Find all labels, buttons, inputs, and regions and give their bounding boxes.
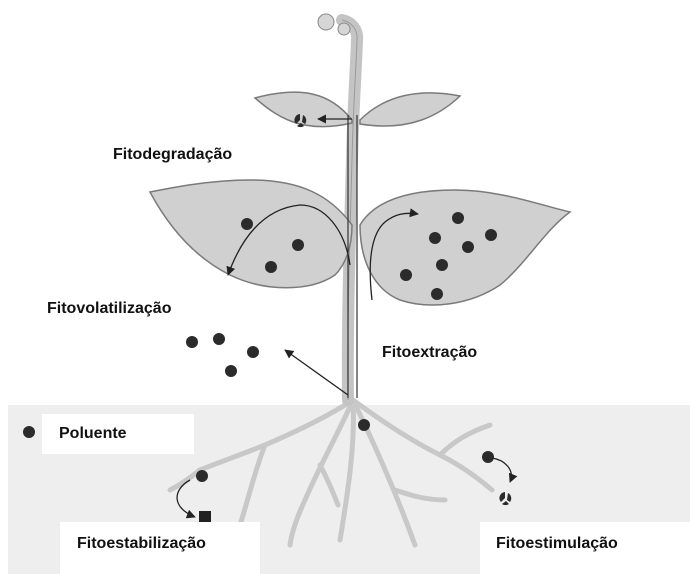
flower-bud — [318, 14, 334, 30]
pollutant-icon — [400, 269, 412, 281]
pollutant-icon — [452, 212, 464, 224]
pollutant-icon — [225, 365, 237, 377]
pollutant-icon — [431, 288, 443, 300]
pollutant-icon — [292, 239, 304, 251]
pollutant-icon — [436, 259, 448, 271]
label-fitoestabilizacao: Fitoestabilização — [77, 535, 206, 553]
pollutant-icon — [429, 232, 441, 244]
label-fitoestimulacao: Fitoestimulação — [496, 535, 618, 553]
leaf-large-left — [150, 180, 352, 288]
stem — [342, 20, 357, 400]
leaf-top-right — [360, 93, 460, 126]
pollutant-icon — [213, 333, 225, 345]
pollutant-icon — [247, 346, 259, 358]
pollutant-icon — [196, 470, 208, 482]
flower-bud — [338, 23, 350, 35]
pollutant-icon — [358, 419, 370, 431]
arrow-volatilization-air — [285, 350, 348, 395]
pollutant-icon — [462, 241, 474, 253]
pollutant-icon — [186, 336, 198, 348]
pollutant-icon — [23, 426, 35, 438]
pollutant-icon — [241, 218, 253, 230]
label-fitovolatilizacao: Fitovolatilização — [47, 300, 171, 318]
pollutant-icon — [485, 229, 497, 241]
label-fitoextracao: Fitoextração — [382, 344, 477, 362]
label-poluente: Poluente — [59, 425, 127, 443]
label-fitodegradacao: Fitodegradação — [113, 146, 232, 164]
pollutant-icon — [482, 451, 494, 463]
pollutant-icon — [265, 261, 277, 273]
